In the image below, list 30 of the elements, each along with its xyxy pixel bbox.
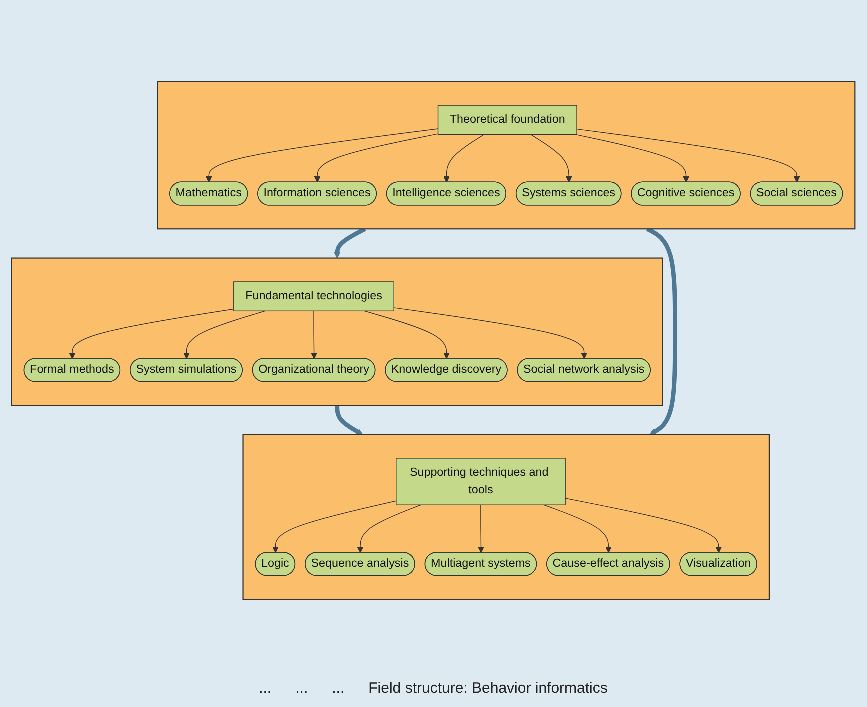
arrow [311,311,318,360]
arrow [576,129,800,184]
note-text: ... [259,680,272,697]
cluster [157,82,856,230]
arrow [69,309,234,360]
arrow [206,128,439,184]
cluster [242,434,770,600]
arrow [335,406,364,436]
arrow [544,505,612,554]
note-text: ... [296,680,308,697]
node-box [438,105,578,136]
arrow [272,501,397,554]
arrow [565,498,722,554]
cluster [11,258,664,406]
node-box [234,282,394,312]
diagram: Theoretical foundation Mathematics Information sciences Intelligence sciences Systems sciences Cognitive sciences Social sciences Supporting techniques and tools Logic Sequence analysis Multiagent systems Cause-effect analysis Visualization Fundamental technologies Formal methods System simulations Organizational theory Knowledge discovery Social network analysis [6,76,861,606]
note-text: ... [332,680,345,697]
arrow [364,311,450,360]
arrow [184,311,266,360]
node-box [396,458,566,506]
arrow [314,134,439,184]
arrow [530,134,572,184]
arrow [334,228,366,259]
note-text: Field structure: Behavior informatics [368,680,608,697]
arrow [575,134,690,184]
arrow [357,505,422,554]
arrow [478,505,484,554]
arrow [444,134,485,184]
arrow [394,308,588,360]
arrow [646,228,678,436]
